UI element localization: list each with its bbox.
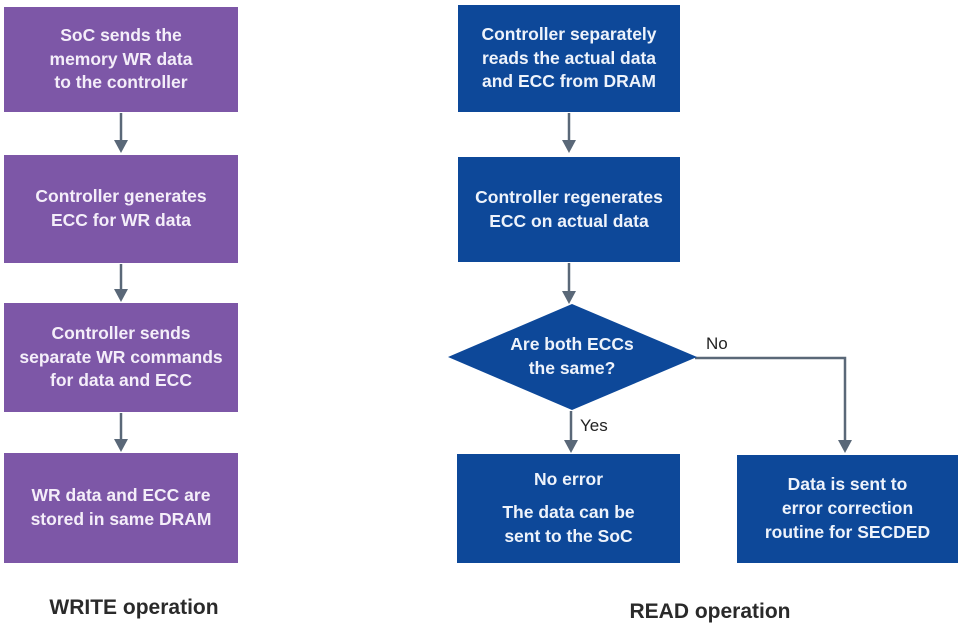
read-step-2-box: Controller regenerates ECC on actual dat… [458,157,680,262]
no-error-line2: The data can be sent to the SoC [502,502,635,546]
arrow-decision-yes [564,411,578,453]
write-step-1-box: SoC sends the memory WR data to the cont… [4,7,238,112]
write-operation-caption: WRITE operation [49,596,219,619]
write-step-4-box: WR data and ECC are stored in same DRAM [4,453,238,563]
arrow-write-2-3 [114,264,128,302]
yes-branch-label: Yes [580,416,608,435]
arrow-read-1-2 [562,113,576,153]
read-step-1-box: Controller separately reads the actual d… [458,5,680,112]
no-error-box: No error The data can be sent to the SoC [457,454,680,563]
decision-diamond [448,304,697,410]
secded-box: Data is sent to error correction routine… [737,455,958,563]
decision-diamond-label: Are both ECCs the same? [510,334,634,378]
no-error-box-content: No error The data can be sent to the SoC [502,468,634,548]
read-operation-caption: READ operation [629,600,791,623]
write-step-3-box: Controller sends separate WR commands fo… [4,303,238,412]
no-branch-label: No [706,334,728,353]
arrow-write-3-4 [114,413,128,452]
arrow-decision-no [695,356,852,453]
arrow-write-1-2 [114,113,128,153]
no-error-line1: No error [533,469,604,490]
arrow-read-2-decision [562,263,576,304]
write-step-2-box: Controller generates ECC for WR data [4,155,238,263]
